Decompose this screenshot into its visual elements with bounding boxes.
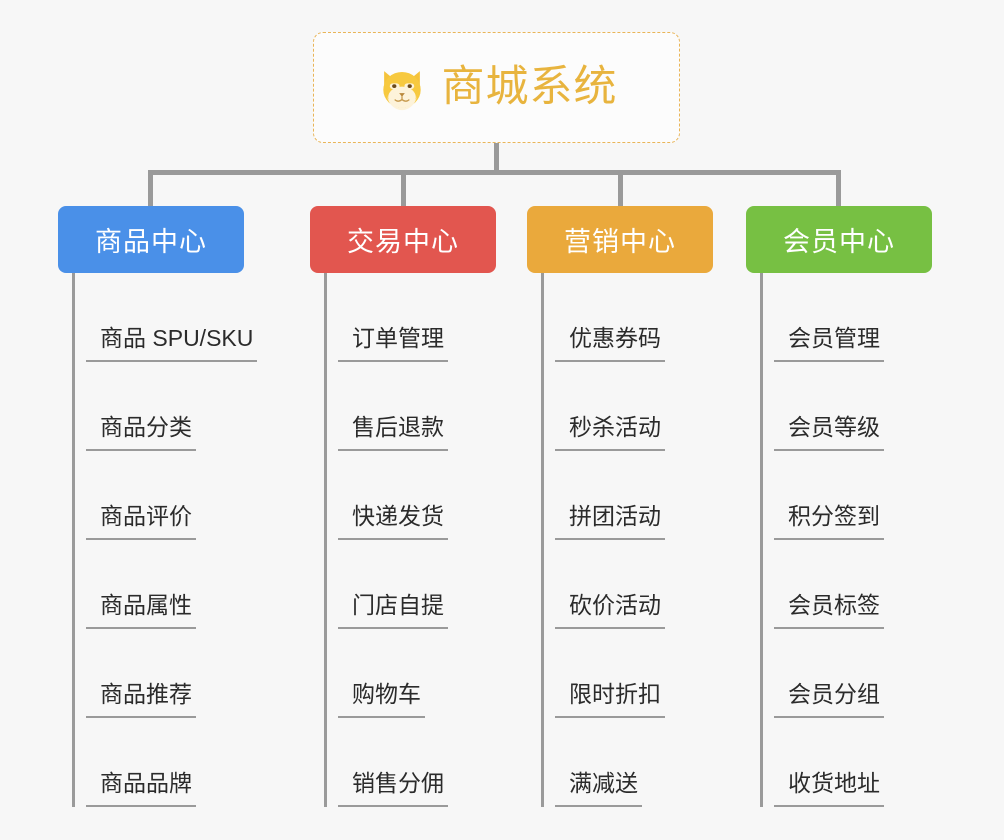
leaf-label: 商品推荐 — [86, 683, 196, 718]
leaf-list-member-center: 会员管理 会员等级 积分签到 会员标签 会员分组 收货地址 — [746, 273, 986, 807]
leaf-label: 秒杀活动 — [555, 416, 665, 451]
leaf-label: 商品属性 — [86, 594, 196, 629]
leaf-item[interactable]: 会员分组 — [746, 629, 986, 718]
category-box-product-center[interactable]: 商品中心 — [58, 206, 244, 273]
leaf-label: 门店自提 — [338, 594, 448, 629]
leaf-item[interactable]: 秒杀活动 — [527, 362, 767, 451]
leaf-item[interactable]: 积分签到 — [746, 451, 986, 540]
leaf-item[interactable]: 商品属性 — [58, 540, 298, 629]
branch-stem-connector-1 — [401, 170, 406, 206]
leaf-item[interactable]: 商品评价 — [58, 451, 298, 540]
category-label: 会员中心 — [783, 227, 895, 257]
leaf-item[interactable]: 门店自提 — [310, 540, 550, 629]
category-label: 营销中心 — [564, 227, 676, 257]
dog-face-icon — [376, 63, 428, 115]
branch-stem-connector-0 — [148, 170, 153, 206]
leaf-item[interactable]: 拼团活动 — [527, 451, 767, 540]
column-spine — [72, 273, 75, 807]
leaf-label: 快递发货 — [338, 505, 448, 540]
leaf-item[interactable]: 满减送 — [527, 718, 767, 807]
root-title: 商城系统 — [441, 63, 618, 111]
root-stem-connector — [494, 143, 499, 173]
leaf-label: 满减送 — [555, 772, 642, 807]
leaf-label: 收货地址 — [774, 772, 884, 807]
horizontal-bus-connector — [148, 170, 841, 175]
leaf-label: 售后退款 — [338, 416, 448, 451]
leaf-item[interactable]: 售后退款 — [310, 362, 550, 451]
leaf-item[interactable]: 会员标签 — [746, 540, 986, 629]
leaf-label: 商品品牌 — [86, 772, 196, 807]
leaf-item[interactable]: 快递发货 — [310, 451, 550, 540]
category-label: 商品中心 — [95, 227, 207, 257]
leaf-item[interactable]: 限时折扣 — [527, 629, 767, 718]
branch-trade-center: 交易中心 订单管理 售后退款 快递发货 门店自提 购物车 销售分佣 — [310, 206, 496, 807]
leaf-item[interactable]: 商品品牌 — [58, 718, 298, 807]
leaf-item[interactable]: 优惠券码 — [527, 273, 767, 362]
leaf-item[interactable]: 会员管理 — [746, 273, 986, 362]
column-spine — [324, 273, 327, 807]
leaf-item[interactable]: 商品推荐 — [58, 629, 298, 718]
leaf-label: 会员标签 — [774, 594, 884, 629]
leaf-item[interactable]: 砍价活动 — [527, 540, 767, 629]
column-spine — [541, 273, 544, 807]
leaf-label: 订单管理 — [338, 327, 448, 362]
branch-member-center: 会员中心 会员管理 会员等级 积分签到 会员标签 会员分组 收货地址 — [746, 206, 932, 807]
leaf-item[interactable]: 收货地址 — [746, 718, 986, 807]
leaf-item[interactable]: 销售分佣 — [310, 718, 550, 807]
leaf-label: 限时折扣 — [555, 683, 665, 718]
leaf-label: 积分签到 — [774, 505, 884, 540]
leaf-label: 商品分类 — [86, 416, 196, 451]
column-spine — [760, 273, 763, 807]
branch-stem-connector-2 — [618, 170, 623, 206]
category-box-trade-center[interactable]: 交易中心 — [310, 206, 496, 273]
leaf-item[interactable]: 购物车 — [310, 629, 550, 718]
category-box-marketing-center[interactable]: 营销中心 — [527, 206, 713, 273]
leaf-item[interactable]: 商品分类 — [58, 362, 298, 451]
leaf-label: 购物车 — [338, 683, 425, 718]
leaf-label: 拼团活动 — [555, 505, 665, 540]
leaf-list-marketing-center: 优惠券码 秒杀活动 拼团活动 砍价活动 限时折扣 满减送 — [527, 273, 767, 807]
leaf-label: 会员等级 — [774, 416, 884, 451]
branch-product-center: 商品中心 商品 SPU/SKU 商品分类 商品评价 商品属性 商品推荐 商品品牌 — [58, 206, 258, 807]
root-node[interactable]: 商城系统 — [313, 32, 680, 143]
leaf-label: 优惠券码 — [555, 327, 665, 362]
category-box-member-center[interactable]: 会员中心 — [746, 206, 932, 273]
leaf-label: 砍价活动 — [555, 594, 665, 629]
branch-marketing-center: 营销中心 优惠券码 秒杀活动 拼团活动 砍价活动 限时折扣 满减送 — [527, 206, 713, 807]
leaf-item[interactable]: 商品 SPU/SKU — [58, 273, 298, 362]
leaf-item[interactable]: 会员等级 — [746, 362, 986, 451]
leaf-label: 会员分组 — [774, 683, 884, 718]
leaf-label: 商品评价 — [86, 505, 196, 540]
leaf-list-product-center: 商品 SPU/SKU 商品分类 商品评价 商品属性 商品推荐 商品品牌 — [58, 273, 298, 807]
leaf-label: 商品 SPU/SKU — [86, 327, 258, 362]
leaf-label: 会员管理 — [774, 327, 884, 362]
branch-stem-connector-3 — [836, 170, 841, 206]
leaf-label: 销售分佣 — [338, 772, 448, 807]
leaf-list-trade-center: 订单管理 售后退款 快递发货 门店自提 购物车 销售分佣 — [310, 273, 550, 807]
leaf-item[interactable]: 订单管理 — [310, 273, 550, 362]
category-label: 交易中心 — [347, 227, 459, 257]
